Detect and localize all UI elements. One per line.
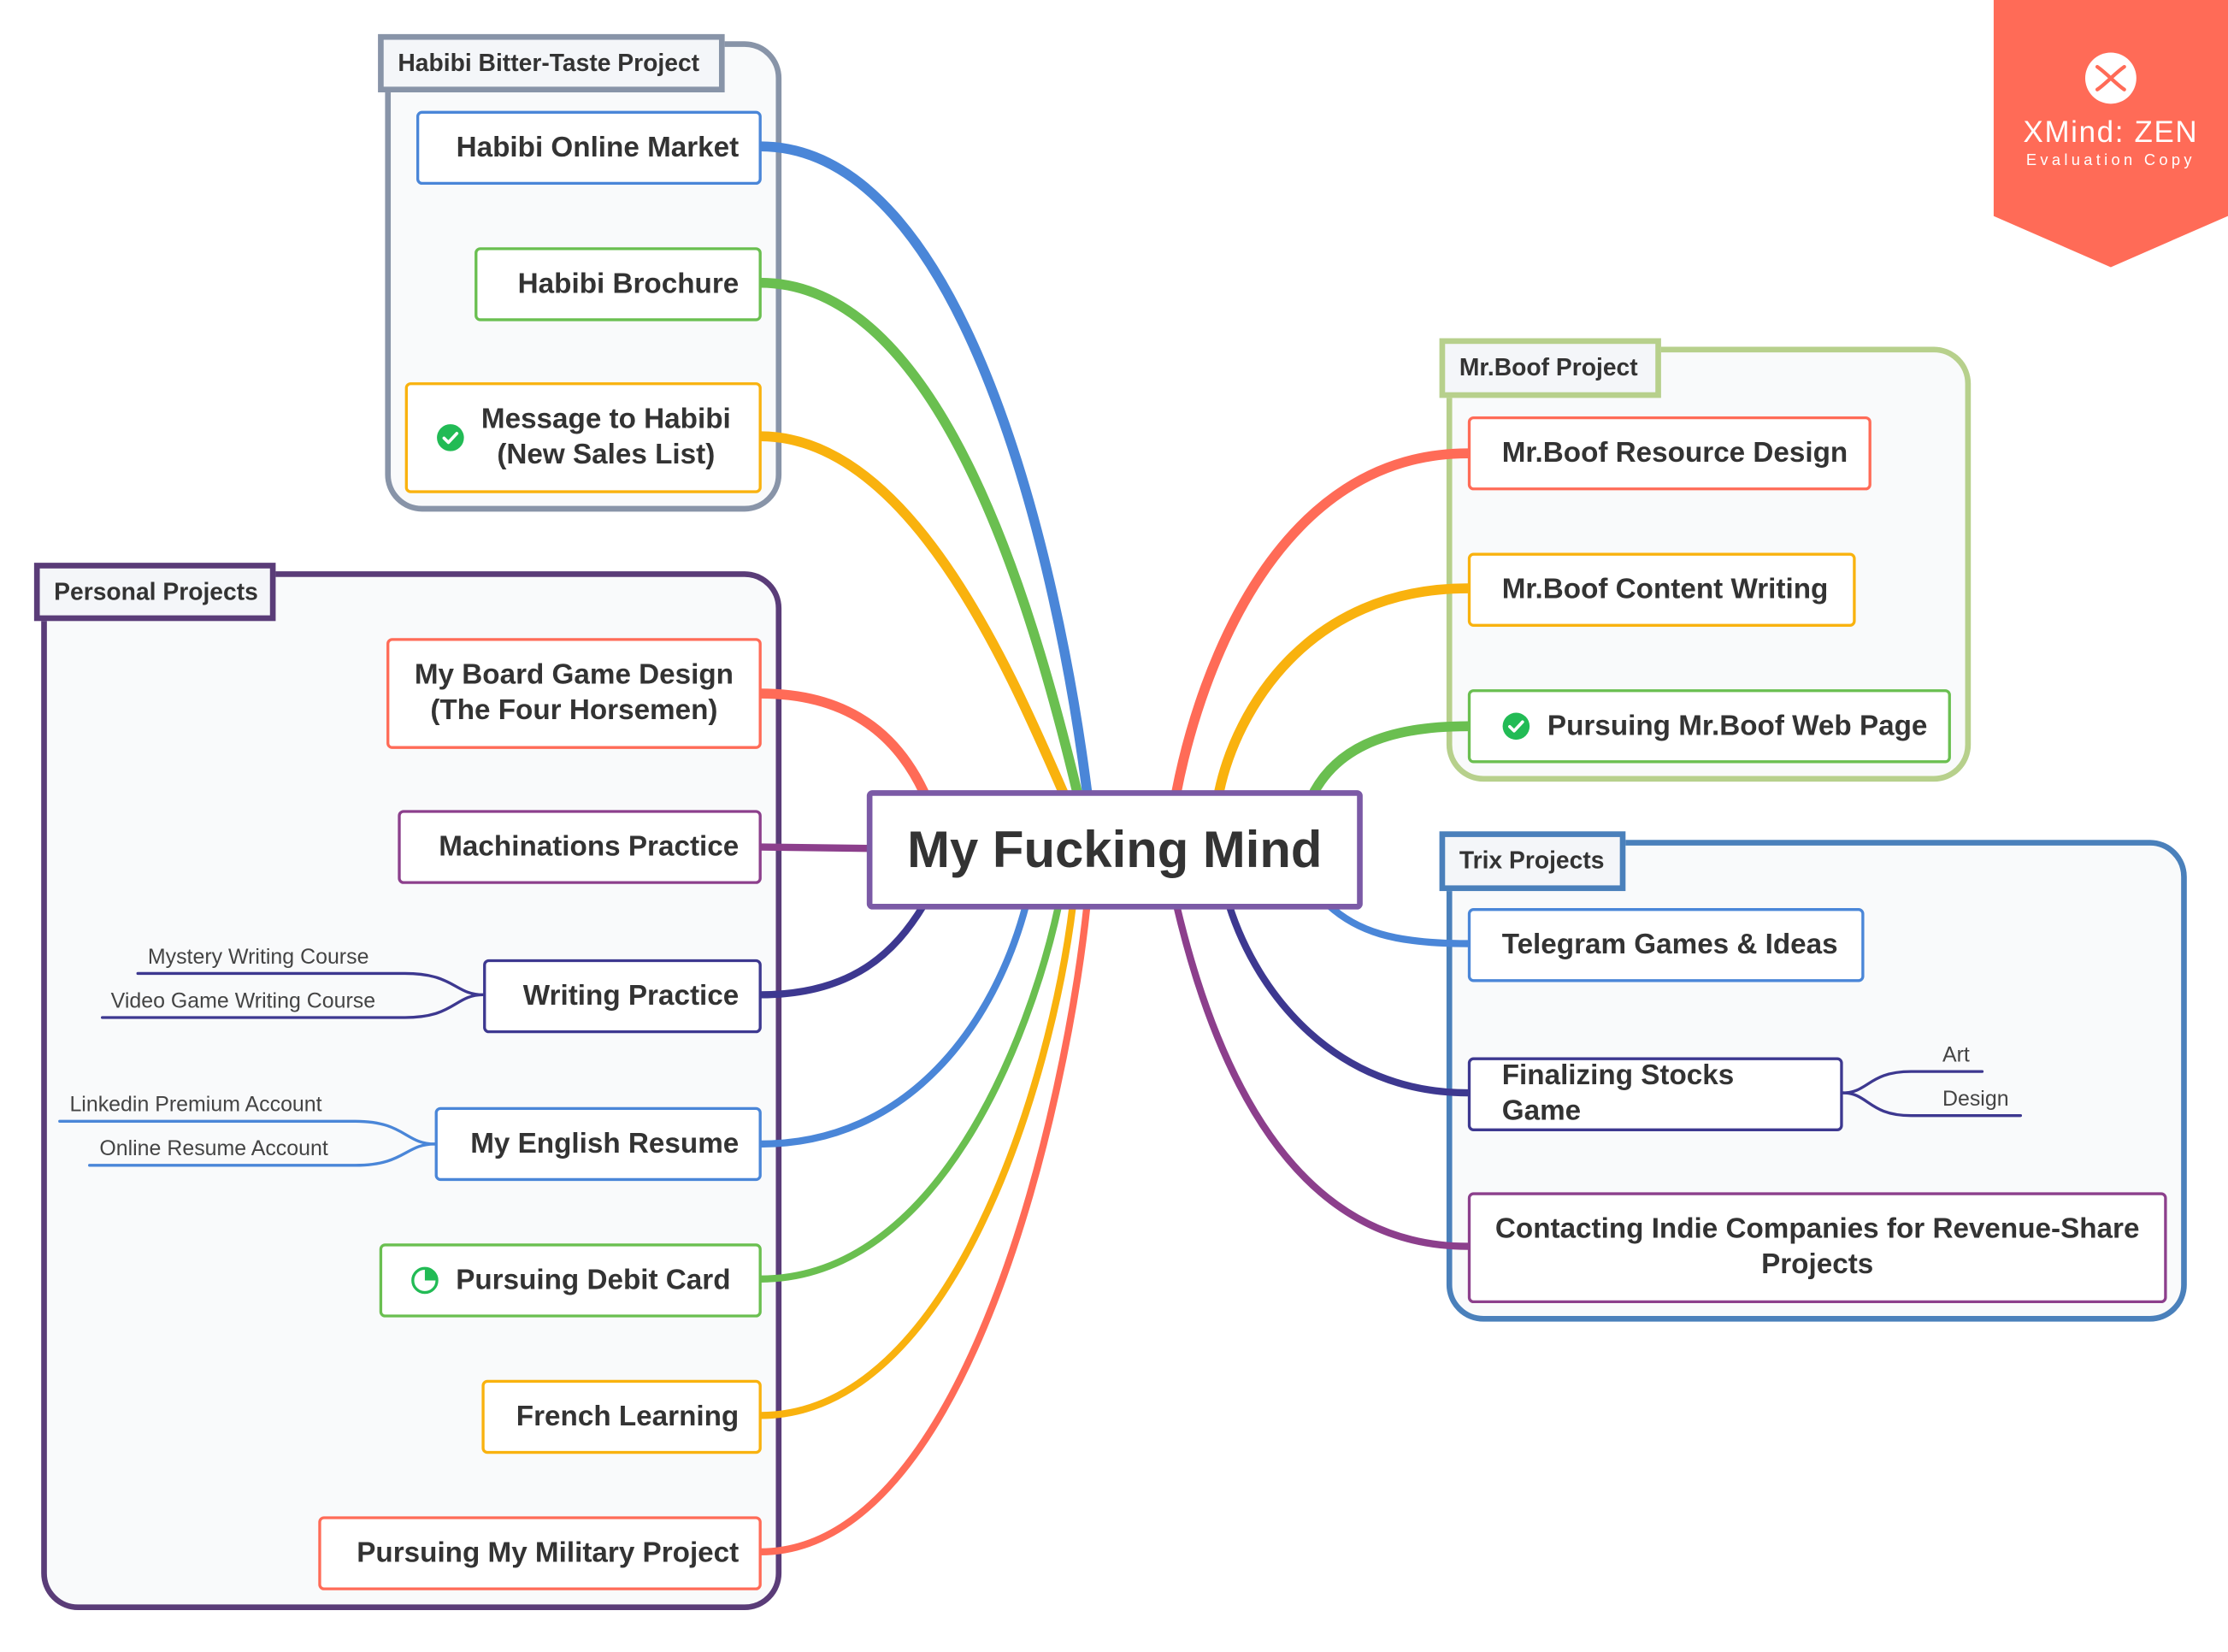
- branch-french: [757, 901, 1076, 1419]
- boundary-title-personal[interactable]: Personal Projects: [33, 563, 276, 622]
- topic-label: My English Resume: [470, 1127, 740, 1159]
- topic-label: Habibi Brochure: [517, 268, 740, 299]
- watermark-subtitle: Evaluation Copy: [2025, 151, 2196, 169]
- branch-habibi-message: [755, 431, 1068, 797]
- boundary-title-habibi[interactable]: Habibi Bitter-Taste Project: [378, 33, 725, 93]
- branch-telegram: [1324, 901, 1472, 947]
- topic-machinations-practice[interactable]: Machinations Practice: [398, 810, 762, 884]
- branch-debit: [757, 901, 1063, 1283]
- topic-label: Habibi Online Market: [456, 131, 740, 163]
- watermark-brand: XMind: ZEN: [2023, 116, 2199, 150]
- subtopic-linkedin-premium[interactable]: Linkedin Premium Account: [69, 1093, 322, 1118]
- topic-label: Finalizing Stocks Game: [1501, 1059, 1735, 1127]
- topic-habibi-online-market[interactable]: Habibi Online Market: [416, 110, 762, 186]
- topic-label: Mr.Boof Content Writing: [1501, 573, 1829, 605]
- branch-indie: [1172, 901, 1472, 1250]
- branch-habibi-brochure: [755, 277, 1082, 797]
- topic-label: Message to Habibi (New Sales List): [480, 404, 731, 471]
- topic-label: French Learning: [516, 1400, 740, 1432]
- topic-message-to-habibi[interactable]: Message to Habibi (New Sales List): [404, 382, 762, 493]
- subtopic-art[interactable]: Art: [1942, 1042, 1970, 1068]
- topic-stocks-game[interactable]: Finalizing Stocks Game: [1467, 1057, 1843, 1131]
- topic-label: Machinations Practice: [439, 830, 740, 863]
- branch-resume: [757, 901, 1030, 1148]
- topic-indie-companies[interactable]: Contacting Indie Companies for Revenue-S…: [1467, 1192, 2167, 1304]
- branch-writing: [757, 901, 928, 999]
- boundary-title-mrboof[interactable]: Mr.Boof Project: [1439, 338, 1661, 398]
- sub-connector-videogame: [101, 993, 485, 1019]
- sub-connector-art: [1841, 1070, 1984, 1094]
- topic-french-learning[interactable]: French Learning: [481, 1379, 762, 1454]
- branch-military: [757, 901, 1091, 1556]
- topic-label: Pursuing My Military Project: [357, 1537, 740, 1569]
- topic-label: Telegram Games & Ideas: [1501, 929, 1838, 960]
- branch-habibi-market: [755, 141, 1093, 797]
- topic-boof-resource-design[interactable]: Mr.Boof Resource Design: [1467, 416, 1871, 491]
- sub-connector-linkedin: [58, 1119, 437, 1146]
- check-icon: [436, 424, 464, 451]
- topic-pursuing-debit-card[interactable]: Pursuing Debit Card: [379, 1243, 762, 1318]
- evaluation-watermark: [1993, 0, 2228, 268]
- topic-label: Writing Practice: [522, 979, 740, 1012]
- boundary-title-trix[interactable]: Trix Projects: [1439, 831, 1626, 892]
- central-topic[interactable]: My Fucking Mind: [866, 790, 1363, 910]
- topic-boof-content-writing[interactable]: Mr.Boof Content Writing: [1467, 552, 1856, 627]
- branch-board-game: [755, 688, 929, 797]
- topic-boof-web-page[interactable]: Pursuing Mr.Boof Web Page: [1467, 689, 1951, 764]
- central-topic-label: My Fucking Mind: [907, 819, 1323, 879]
- topic-label: Pursuing Debit Card: [456, 1264, 731, 1295]
- topic-habibi-brochure[interactable]: Habibi Brochure: [474, 247, 762, 322]
- xmind-logo-icon: [2084, 52, 2137, 104]
- subtopic-design[interactable]: Design: [1942, 1087, 2009, 1112]
- branch-boof-web: [1309, 721, 1473, 797]
- branch-machinations: [757, 843, 872, 853]
- topic-writing-practice[interactable]: Writing Practice: [483, 959, 762, 1034]
- topic-label: Contacting Indie Companies for Revenue-S…: [1494, 1213, 2140, 1281]
- check-icon: [1502, 712, 1530, 740]
- topic-telegram-games[interactable]: Telegram Games & Ideas: [1467, 908, 1865, 982]
- subtopic-online-resume[interactable]: Online Resume Account: [99, 1136, 328, 1161]
- subtopic-mystery-writing[interactable]: Mystery Writing Course: [147, 945, 369, 970]
- branch-stocks: [1225, 901, 1472, 1097]
- progress-pie-icon: [410, 1266, 439, 1295]
- branch-boof-content: [1214, 583, 1473, 797]
- topic-military-project[interactable]: Pursuing My Military Project: [318, 1516, 762, 1590]
- topic-board-game-design[interactable]: My Board Game Design (The Four Horsemen): [386, 638, 762, 749]
- sub-connector-design: [1841, 1091, 2023, 1118]
- topic-label: My Board Game Design (The Four Horsemen): [414, 659, 734, 727]
- topic-english-resume[interactable]: My English Resume: [434, 1106, 762, 1182]
- topic-label: Mr.Boof Resource Design: [1501, 437, 1848, 469]
- sub-connector-mystery: [136, 971, 485, 997]
- sub-connector-online-resume: [88, 1142, 437, 1167]
- topic-label: Pursuing Mr.Boof Web Page: [1547, 710, 1928, 741]
- branch-boof-resource: [1171, 448, 1473, 797]
- subtopic-video-game-writing[interactable]: Video Game Writing Course: [110, 988, 376, 1014]
